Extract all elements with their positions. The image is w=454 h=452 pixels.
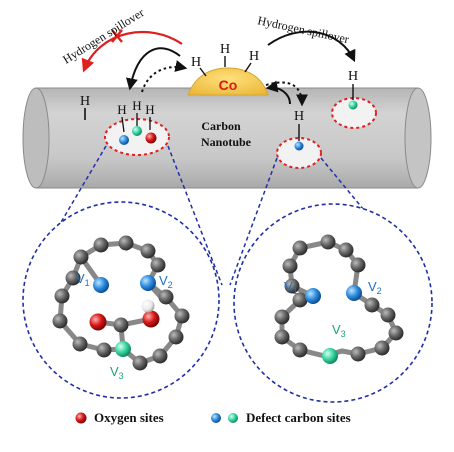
svg-text:V3: V3 <box>110 364 124 381</box>
svg-text:V3: V3 <box>332 322 346 339</box>
defect-carbon-v3 <box>115 341 131 357</box>
spillover-label-right: Hydrogen spillover <box>256 13 350 46</box>
zoom-circle-left: V1 V2 V3 <box>22 201 220 399</box>
zoom-circle-right: V1 V2 V3 <box>233 203 433 403</box>
defect-carbon-v1 <box>93 277 109 293</box>
cobalt-label: Co <box>219 77 238 93</box>
svg-text:Nanotube: Nanotube <box>201 135 252 149</box>
hydrogen-label: H <box>220 42 230 57</box>
spillover-arrow-right: Hydrogen spillover <box>256 13 356 63</box>
nanotube-label: Carbon Nanotube <box>201 119 252 149</box>
defect-carbon-v2 <box>346 285 362 301</box>
oxygen-atom <box>142 310 160 328</box>
defect-carbon-atom <box>119 135 129 145</box>
hydrogen-label: H <box>132 98 141 113</box>
right-adsorption-arrows <box>265 80 308 107</box>
oxygen-atom <box>145 132 157 144</box>
legend: Oxygen sites Defect carbon sites <box>75 410 351 425</box>
hydrogen-label: H <box>80 94 90 109</box>
oxygen-atom <box>89 313 107 331</box>
hydrogen-atom <box>141 299 155 313</box>
svg-text:V2: V2 <box>368 279 382 296</box>
hydrogen-label: H <box>191 55 201 70</box>
defect-site-left: H H H <box>104 98 170 156</box>
svg-text:V2: V2 <box>159 273 173 290</box>
hydrogen-on-cobalt: H H H <box>191 42 259 77</box>
legend-oxygen-marker <box>75 412 87 424</box>
defect-carbon-v3 <box>322 348 338 364</box>
defect-site-right: H <box>276 109 322 169</box>
legend-defect-label: Defect carbon sites <box>246 410 351 425</box>
spillover-label-left: Hydrogen spillover <box>60 5 146 66</box>
defect-carbon-v2 <box>140 275 156 291</box>
left-adsorption-arrows <box>126 47 188 93</box>
hydrogen-label: H <box>145 102 154 117</box>
svg-text:V1: V1 <box>76 271 90 288</box>
hydrogen-label: H <box>117 102 126 117</box>
carbon-nanotube <box>22 87 432 189</box>
hydrogen-label: H <box>294 109 304 124</box>
cobalt-cluster: Co <box>187 67 269 96</box>
defect-carbon-atom <box>132 126 142 136</box>
legend-defect-blue-marker <box>211 413 221 423</box>
legend-oxygen-label: Oxygen sites <box>94 410 164 425</box>
defect-carbon-atom <box>294 141 304 151</box>
defect-carbon-atom <box>348 100 358 110</box>
svg-text:V1: V1 <box>284 279 298 296</box>
defect-site-far-right: H <box>331 69 377 129</box>
defect-carbon-v1 <box>305 288 321 304</box>
hydrogen-label: H <box>348 69 358 84</box>
hydrogen-on-tube-left: H <box>80 94 90 120</box>
svg-text:Carbon: Carbon <box>201 119 241 133</box>
blocked-spillover-arrow: Hydrogen spillover <box>60 5 183 73</box>
hydrogen-label: H <box>249 49 259 64</box>
legend-defect-green-marker <box>228 413 238 423</box>
